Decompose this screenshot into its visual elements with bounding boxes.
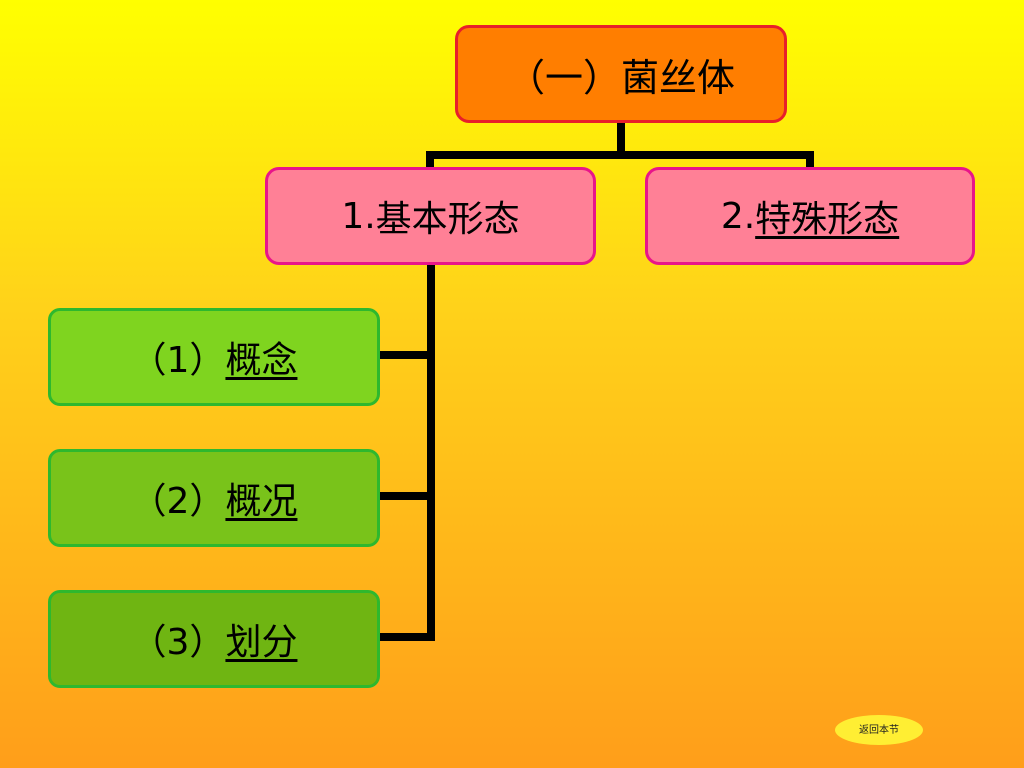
node-special-form-link[interactable]: 特殊形态: [755, 199, 900, 240]
node-basic-form[interactable]: 1.基本形态: [265, 167, 596, 265]
node-overview-prefix: （2）: [130, 481, 226, 522]
node-overview[interactable]: （2）概况: [48, 449, 380, 547]
back-to-section-button[interactable]: 返回本节: [835, 715, 923, 745]
node-special-form-prefix: 2.: [720, 195, 756, 237]
node-division-link[interactable]: 划分: [225, 622, 298, 663]
node-overview-link[interactable]: 概况: [225, 481, 298, 522]
node-division-prefix: （3）: [130, 622, 226, 663]
node-concept[interactable]: （1）概念: [48, 308, 380, 406]
node-basic-form-label: 基本形态: [375, 199, 520, 240]
node-basic-form-prefix: 1.: [341, 195, 376, 237]
node-concept-prefix: （1）: [130, 340, 226, 381]
node-division[interactable]: （3）划分: [48, 590, 380, 688]
root-label: （一）菌丝体: [506, 55, 735, 100]
back-to-section-label: 返回本节: [859, 724, 899, 736]
root-node: （一）菌丝体: [455, 25, 787, 123]
node-concept-link[interactable]: 概念: [225, 340, 298, 381]
node-special-form[interactable]: 2.特殊形态: [645, 167, 975, 265]
